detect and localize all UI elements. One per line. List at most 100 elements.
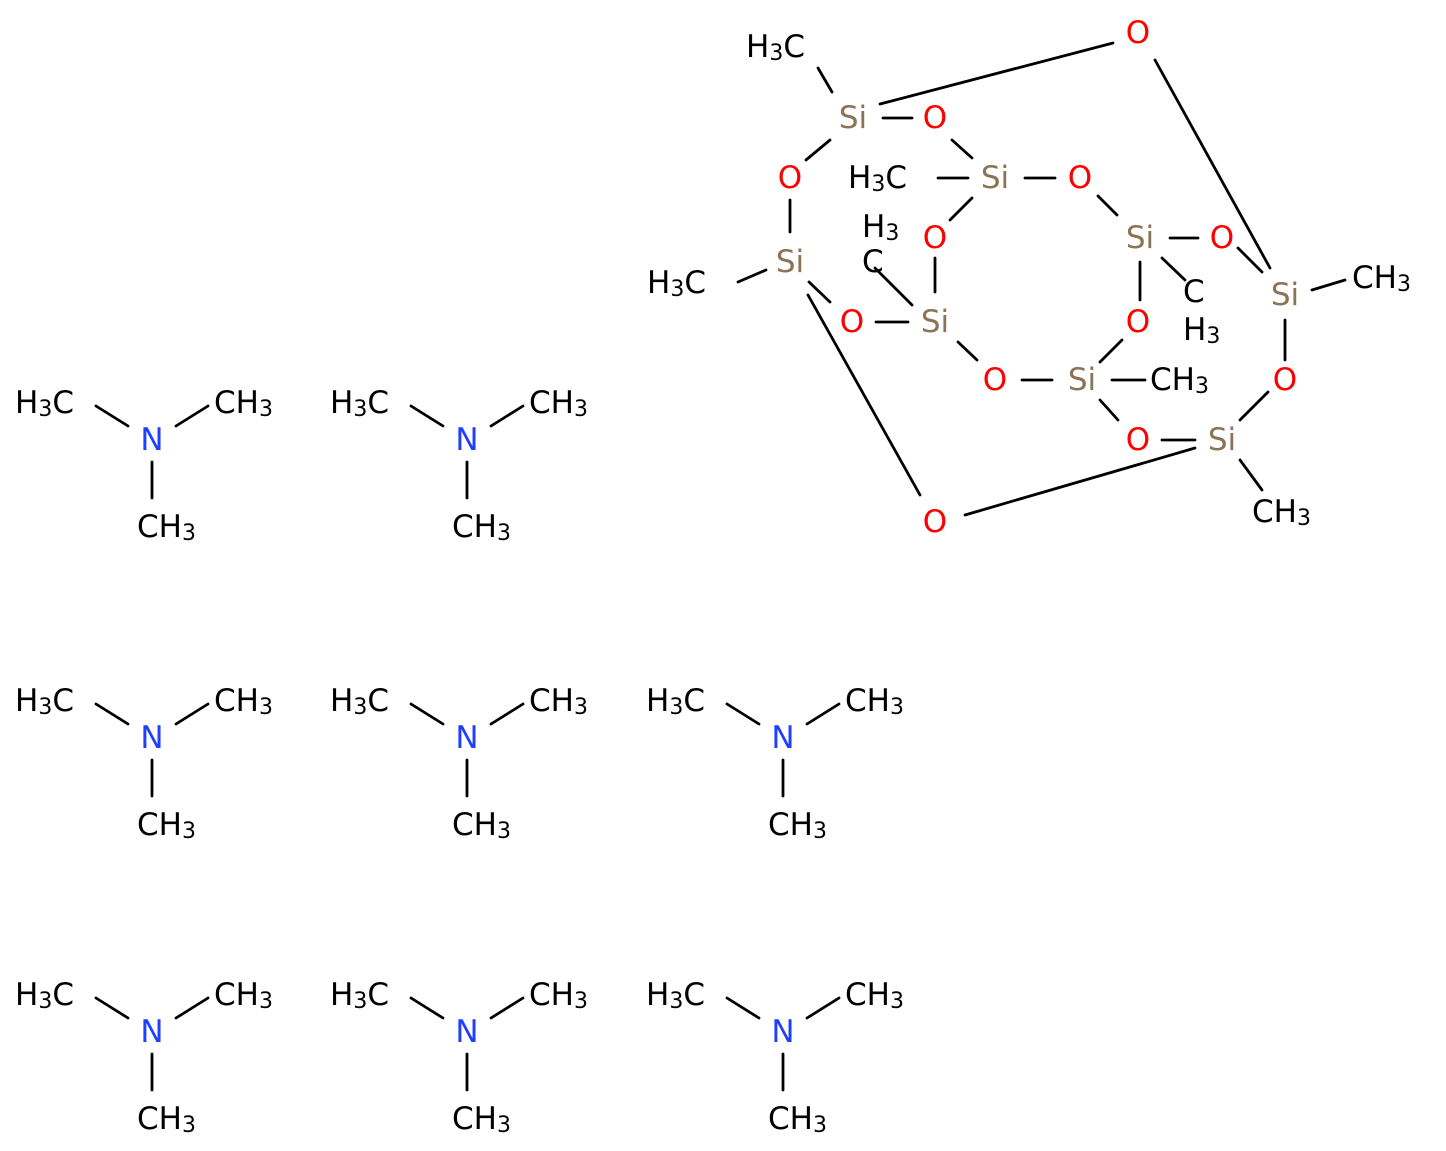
nitrogen-atom: N	[771, 1014, 794, 1050]
cage-atoms: Si Si Si Si Si Si Si Si O O O O O O O O …	[776, 15, 1299, 540]
atom-si: Si	[1271, 277, 1299, 313]
atom-si: Si	[776, 244, 804, 280]
nitrogen-atom: N	[140, 1014, 163, 1050]
atom-o: O	[1126, 304, 1150, 340]
methyl-label: CH3	[214, 977, 273, 1014]
atom-o: O	[923, 100, 947, 136]
methyl-label: H3C	[646, 977, 705, 1014]
atom-o: O	[1126, 422, 1150, 458]
bond	[1096, 194, 1119, 217]
bond	[409, 702, 445, 726]
methyl-label: H3C	[647, 265, 706, 302]
atom-si: Si	[1068, 362, 1096, 398]
bond	[94, 702, 130, 726]
methyl-label: CH3	[214, 683, 273, 720]
bond	[174, 404, 210, 428]
bond	[174, 702, 210, 726]
atom-o: O	[840, 304, 864, 340]
atom-si: Si	[1208, 422, 1236, 458]
methyl-label: CH3	[845, 683, 904, 720]
atom-o: O	[983, 362, 1007, 398]
methyl-label: H3C	[746, 29, 805, 66]
methyl-label: H3C	[330, 977, 389, 1014]
methyl-label: CH3	[452, 509, 511, 546]
atom-o: O	[1068, 160, 1092, 196]
nitrogen-atom: N	[771, 720, 794, 756]
nitrogen-atom: N	[455, 422, 478, 458]
bond	[806, 293, 922, 497]
bond	[489, 404, 525, 428]
nitrogen-atom: N	[140, 720, 163, 756]
atom-si: Si	[839, 100, 867, 136]
atom-o: O	[1273, 362, 1297, 398]
methyl-label: CH3	[529, 683, 588, 720]
bond	[816, 66, 834, 94]
bond	[873, 266, 914, 307]
bond	[725, 702, 761, 726]
methyl-label: H3C	[15, 385, 74, 422]
methyl-label: H3	[862, 209, 899, 246]
methyl-label: H3C	[330, 683, 389, 720]
bond	[1160, 256, 1187, 282]
bond	[409, 996, 445, 1020]
methyl-label: CH3	[214, 385, 273, 422]
bond	[725, 996, 761, 1020]
bond	[94, 404, 130, 428]
bond	[807, 280, 832, 304]
bond	[805, 702, 841, 726]
bond	[1098, 398, 1120, 422]
bond	[1153, 58, 1272, 270]
bond	[174, 996, 210, 1020]
bond	[804, 138, 832, 162]
bond	[950, 138, 974, 160]
nitrogen-atom: N	[140, 422, 163, 458]
bond	[1236, 246, 1264, 274]
nitrogen-atom: N	[455, 720, 478, 756]
methyl-label: H3C	[15, 683, 74, 720]
bond	[956, 340, 979, 362]
bond	[1310, 278, 1347, 292]
methyl-label: CH3	[452, 807, 511, 844]
methyl-label: CH3	[845, 977, 904, 1014]
bond	[1238, 458, 1264, 492]
methyl-label: CH3	[137, 509, 196, 546]
bond	[878, 41, 1115, 106]
bond	[805, 996, 841, 1020]
atom-si: Si	[921, 304, 949, 340]
bond	[94, 996, 130, 1020]
methyl-label: CH3	[1252, 494, 1311, 531]
bond	[963, 446, 1197, 517]
atom-o: O	[1210, 220, 1234, 256]
bond	[489, 996, 525, 1020]
methyl-label: H3C	[848, 160, 907, 197]
atom-o: O	[778, 160, 802, 196]
methyl-label: CH3	[529, 977, 588, 1014]
bond	[1098, 338, 1124, 364]
atom-o: O	[923, 220, 947, 256]
atom-o: O	[1126, 15, 1150, 51]
methyl-label: CH3	[529, 385, 588, 422]
bond	[409, 404, 445, 428]
methyl-label: H3C	[15, 977, 74, 1014]
methyl-label: CH3	[137, 1101, 196, 1138]
bond	[1238, 390, 1270, 422]
atom-si: Si	[1126, 220, 1154, 256]
methyl-label: CH3	[768, 807, 827, 844]
methyl-label: CH3	[1150, 362, 1209, 399]
methyl-label: C	[1183, 274, 1205, 310]
bond	[948, 196, 974, 222]
bond	[489, 702, 525, 726]
methyl-label: CH3	[452, 1101, 511, 1138]
methyl-label: H3C	[330, 385, 389, 422]
atom-o: O	[923, 504, 947, 540]
